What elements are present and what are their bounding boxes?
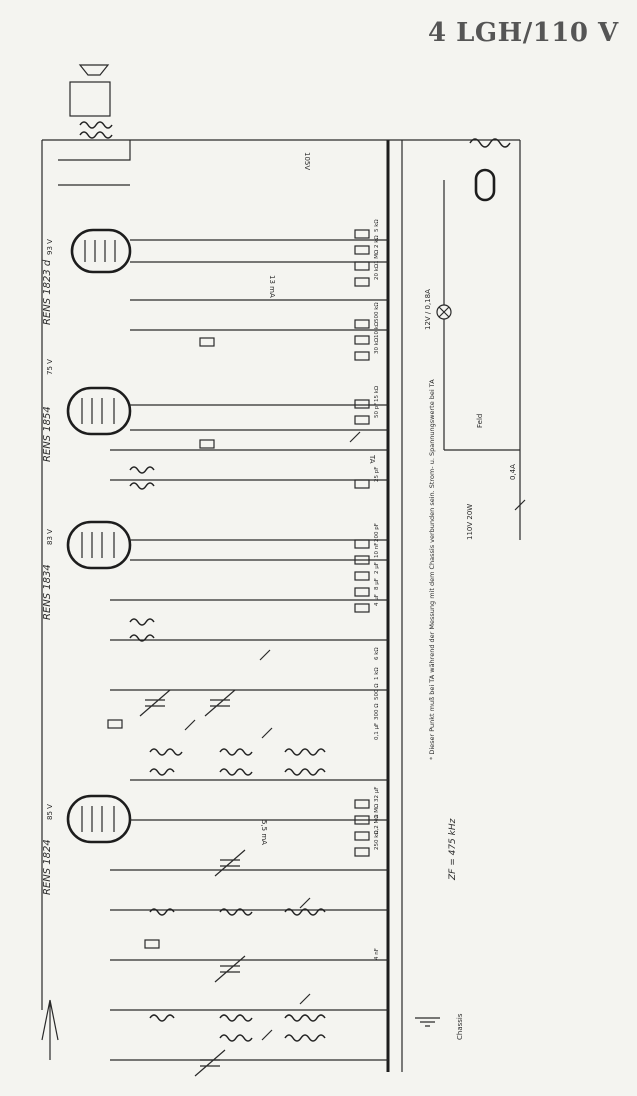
- tube-3-label: RENS 1834: [42, 564, 53, 620]
- component-value-label: 6 kΩ: [374, 647, 380, 660]
- component-value-label: 1 kΩ: [374, 667, 380, 680]
- component-value-label: 0,2 MΩ: [374, 815, 380, 834]
- tube-1-label: RENS 1823 d: [42, 259, 53, 325]
- output-leads: [58, 140, 131, 186]
- ta-label: TA: [368, 454, 376, 464]
- mains-choke: [469, 138, 511, 148]
- tube-4-label: RENS 1824: [42, 839, 53, 895]
- component-value-label: 8 μF: [374, 578, 380, 590]
- tube-1-voltage: 93 V: [46, 239, 54, 255]
- component-value-label: 30 kΩ: [374, 338, 380, 354]
- tube-2-label: RENS 1854: [42, 406, 53, 462]
- signal-wiring: [110, 239, 388, 1061]
- component-value-label: 4 nF: [374, 948, 380, 960]
- current-5ma: 5,5 mA: [260, 820, 268, 845]
- tube-3: [66, 520, 132, 570]
- supply-voltage-label: 105V: [303, 152, 311, 170]
- component-value-label: 500 kΩ: [374, 302, 380, 322]
- component-value-label: 300 Ω: [374, 704, 380, 720]
- component-value-label: 4 μF: [374, 594, 380, 606]
- component-value-label: 500 Ω: [374, 684, 380, 700]
- component-value-label: 250 kΩ: [374, 830, 380, 850]
- tube-2-voltage: 75 V: [46, 359, 54, 375]
- rectifier-icon: [474, 168, 496, 202]
- lamp-label: 12V / 0,18A: [424, 289, 432, 330]
- chassis-label: Chassis: [456, 1013, 464, 1040]
- model-title: 4 LGH/110 V: [428, 18, 619, 48]
- band-switches: [184, 431, 526, 1041]
- component-value-label: 15 kΩ: [374, 386, 380, 402]
- component-value-label: 32 μF: [374, 787, 380, 802]
- tube-3-voltage: 83 V: [46, 529, 54, 545]
- current-13ma: 13 mA: [268, 275, 276, 298]
- tuning-capacitors: [139, 689, 246, 1077]
- resistor-stack: [107, 229, 370, 949]
- tube-2: [66, 386, 132, 436]
- component-value-label: 5 kΩ: [374, 219, 380, 232]
- field-coil-label: Feld: [476, 414, 484, 428]
- component-value-label: 1 MΩ: [374, 250, 380, 264]
- mains-label: 110V 20W: [466, 504, 474, 540]
- tube-4-voltage: 85 V: [46, 804, 54, 820]
- component-value-label: 20 kΩ: [374, 264, 380, 280]
- component-value-label: 10 nF: [374, 543, 380, 558]
- tube-1: [70, 228, 132, 274]
- component-value-label: 2 μF: [374, 562, 380, 574]
- if-coils: [129, 466, 326, 1042]
- svg-text:* Dieser Punkt muß bei TA währ: * Dieser Punkt muß bei TA während der Me…: [428, 379, 436, 760]
- component-value-label: 10 kΩ: [374, 322, 380, 338]
- component-value-label: 0,1 μF: [374, 723, 380, 740]
- component-value-label: 1 MΩ: [374, 804, 380, 818]
- chassis-ground-icon: [415, 1017, 440, 1027]
- component-value-label: 200 pF: [374, 523, 380, 542]
- footnote: * Dieser Punkt muß bei TA während der Me…: [428, 379, 436, 760]
- component-value-label: 25 pF: [374, 467, 380, 482]
- tube-4: [66, 794, 132, 844]
- if-frequency-label: ZF = 475 kHz: [448, 818, 458, 881]
- component-value-label: 50 pF: [374, 403, 380, 418]
- fuse-label: 0,4A: [509, 464, 517, 480]
- component-value-label: 2 kΩ: [374, 235, 380, 248]
- speaker-icon: [69, 64, 113, 139]
- antenna-icon: [41, 999, 59, 1060]
